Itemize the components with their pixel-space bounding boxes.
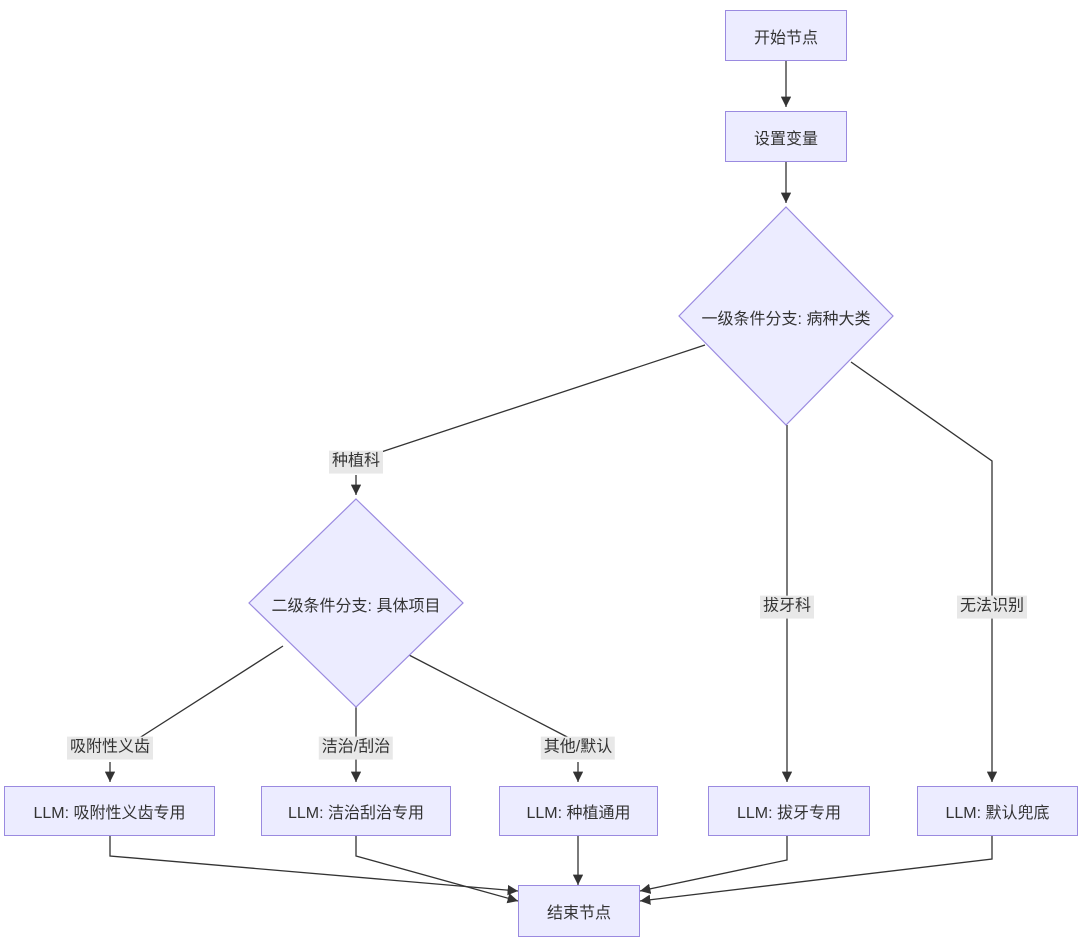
node-set-variables: 设置变量 xyxy=(725,111,847,162)
edge-level2-to-denture-line xyxy=(132,645,284,743)
edge-label-suction-denture: 吸附性义齿 xyxy=(66,736,154,760)
edge-level1-to-level2-line xyxy=(371,344,706,456)
node-end: 结束节点 xyxy=(518,885,640,937)
node-llm-default-fallback: LLM: 默认兜底 xyxy=(917,786,1078,836)
node-llm-extraction: LLM: 拔牙专用 xyxy=(708,786,870,836)
edge-label-implant-dept: 种植科 xyxy=(328,450,384,474)
edge-label-scaling-curettage: 洁治/刮治 xyxy=(318,736,394,760)
decision-level1-label: 一级条件分支: 病种大类 xyxy=(701,311,871,328)
edge-label-other-default: 其他/默认 xyxy=(540,736,616,760)
edge-denture-to-end xyxy=(109,836,519,896)
edge-level1-to-default xyxy=(850,361,998,782)
decision-level2-label: 二级条件分支: 具体项目 xyxy=(271,598,441,615)
edge-extraction-to-end xyxy=(639,836,788,894)
decision-diamond-level2 xyxy=(248,498,464,708)
edge-label-extraction-dept: 拔牙科 xyxy=(759,595,815,619)
decision-diamond-level1 xyxy=(678,206,894,426)
edge-default-to-end xyxy=(639,836,993,905)
edge-level2-to-implant-line xyxy=(408,654,574,741)
node-llm-implant-general: LLM: 种植通用 xyxy=(499,786,658,836)
node-llm-scaling: LLM: 洁治刮治专用 xyxy=(261,786,451,836)
node-llm-suction-denture: LLM: 吸附性义齿专用 xyxy=(4,786,215,836)
edge-label-unrecognized: 无法识别 xyxy=(956,595,1028,619)
node-start: 开始节点 xyxy=(725,10,847,61)
edge-scaling-to-end xyxy=(355,836,519,904)
